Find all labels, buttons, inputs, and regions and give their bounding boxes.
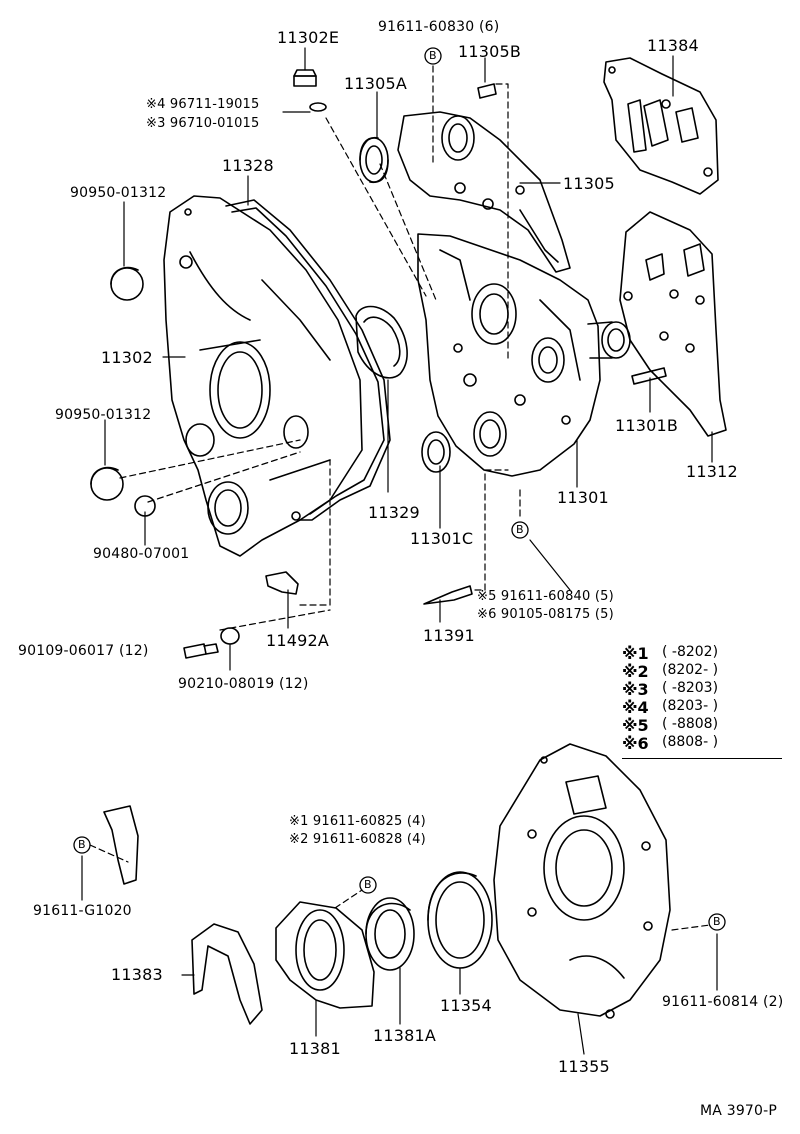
label-11329: 11329 bbox=[368, 503, 420, 522]
b-mark: B bbox=[78, 838, 86, 851]
gasket-11312 bbox=[619, 211, 727, 437]
label-91611-60825: ※1 91611-60825 (4) bbox=[289, 814, 426, 829]
label-11305A: 11305A bbox=[344, 74, 408, 93]
b-mark: B bbox=[364, 878, 372, 891]
legend-row: ※2 (8202- ) bbox=[622, 662, 782, 681]
legend-row: ※6 (8808- ) bbox=[622, 734, 782, 753]
legend-mark: ※1 bbox=[622, 644, 649, 663]
bolt-11305B bbox=[477, 83, 497, 99]
legend-mark: ※2 bbox=[622, 662, 649, 681]
legend-underline bbox=[622, 758, 782, 759]
timing-case-11301 bbox=[417, 233, 601, 477]
seal-11329 bbox=[355, 305, 408, 379]
label-90109-06017: 90109-06017 (12) bbox=[18, 643, 149, 659]
reference-code: MA 3970-P bbox=[700, 1103, 778, 1119]
label-11302E: 11302E bbox=[277, 28, 340, 47]
label-11381A: 11381A bbox=[373, 1026, 437, 1045]
label-96710-01015: ※3 96710-01015 bbox=[146, 116, 260, 131]
label-11384: 11384 bbox=[647, 36, 699, 55]
plug-11302E bbox=[293, 69, 317, 87]
label-11301B: 11301B bbox=[615, 416, 679, 435]
b-mark: B bbox=[713, 915, 721, 928]
legend-range: (8808- ) bbox=[662, 734, 719, 750]
label-91611-60828: ※2 91611-60828 (4) bbox=[289, 832, 426, 847]
legend-range: (8203- ) bbox=[662, 698, 719, 714]
label-11354: 11354 bbox=[440, 996, 492, 1015]
label-90950-01312-bottom: 90950-01312 bbox=[55, 407, 152, 423]
legend-range: ( -8203) bbox=[662, 680, 719, 696]
label-11391: 11391 bbox=[423, 626, 475, 645]
case-nozzle bbox=[587, 321, 631, 359]
label-11383: 11383 bbox=[111, 965, 163, 984]
legend-mark: ※4 bbox=[622, 698, 649, 717]
legend-mark: ※3 bbox=[622, 680, 649, 699]
label-96711-19015: ※4 96711-19015 bbox=[146, 97, 260, 112]
b-mark: B bbox=[429, 49, 437, 62]
stud-11301B bbox=[631, 367, 667, 385]
label-11301C: 11301C bbox=[410, 529, 474, 548]
label-91611-G1020: 91611-G1020 bbox=[33, 903, 132, 919]
legend-mark: ※6 bbox=[622, 734, 649, 753]
label-90105-08175: ※6 90105-08175 (5) bbox=[477, 607, 614, 622]
plug-90950-a bbox=[110, 266, 144, 301]
label-11312: 11312 bbox=[686, 462, 738, 481]
gasket-11328 bbox=[225, 199, 391, 521]
leader-lines bbox=[81, 47, 718, 1055]
label-11492A: 11492A bbox=[266, 631, 330, 650]
washer-90210 bbox=[220, 627, 240, 645]
end-plate-11355 bbox=[493, 743, 671, 1019]
label-91611-60840: ※5 91611-60840 (5) bbox=[477, 589, 614, 604]
o-ring-96711 bbox=[309, 102, 327, 112]
seal-11354 bbox=[427, 871, 493, 969]
gasket-11384 bbox=[603, 57, 719, 195]
bracket-G1020 bbox=[103, 805, 139, 885]
legend-row: ※4 (8203- ) bbox=[622, 698, 782, 717]
legend-range: ( -8808) bbox=[662, 716, 719, 732]
seal-11301C bbox=[421, 431, 451, 473]
legend-row: ※5 ( -8808) bbox=[622, 716, 782, 735]
bolt-90109 bbox=[183, 643, 219, 659]
legend-range: ( -8202) bbox=[662, 644, 719, 660]
dashed-lines bbox=[89, 65, 711, 931]
label-11355: 11355 bbox=[558, 1057, 610, 1076]
legend-row: ※1 ( -8202) bbox=[622, 644, 782, 663]
plug-90480 bbox=[134, 495, 156, 517]
cover-11383 bbox=[191, 923, 263, 1025]
legend-range: (8202- ) bbox=[662, 662, 719, 678]
label-11328: 11328 bbox=[222, 156, 274, 175]
bracket-11492A bbox=[265, 571, 299, 595]
seal-11305A bbox=[359, 136, 389, 184]
timing-cover-11302 bbox=[163, 195, 363, 557]
b-mark: B bbox=[516, 523, 524, 536]
label-91611-60814: 91611-60814 (2) bbox=[662, 994, 784, 1010]
label-11305B: 11305B bbox=[458, 42, 522, 61]
label-11302: 11302 bbox=[101, 348, 153, 367]
legend-row: ※3 ( -8203) bbox=[622, 680, 782, 699]
label-11301: 11301 bbox=[557, 488, 609, 507]
b-mark-circles bbox=[73, 47, 726, 931]
bracket-11305 bbox=[397, 111, 571, 273]
pin-11391 bbox=[423, 585, 473, 605]
plug-90950-b bbox=[90, 466, 124, 501]
label-90480-07001: 90480-07001 bbox=[93, 546, 190, 562]
label-11305: 11305 bbox=[563, 174, 615, 193]
label-90950-01312-top: 90950-01312 bbox=[70, 185, 167, 201]
label-90210-08019: 90210-08019 (12) bbox=[178, 676, 309, 692]
label-91611-60830: 91611-60830 (6) bbox=[378, 19, 500, 35]
retainer-11381 bbox=[275, 901, 375, 1009]
seal-11381A bbox=[365, 897, 415, 971]
legend-mark: ※5 bbox=[622, 716, 649, 735]
label-11381: 11381 bbox=[289, 1039, 341, 1058]
applicability-legend: ※1 ( -8202) ※2 (8202- ) ※3 ( -8203) ※4 (8203… bbox=[622, 644, 782, 759]
